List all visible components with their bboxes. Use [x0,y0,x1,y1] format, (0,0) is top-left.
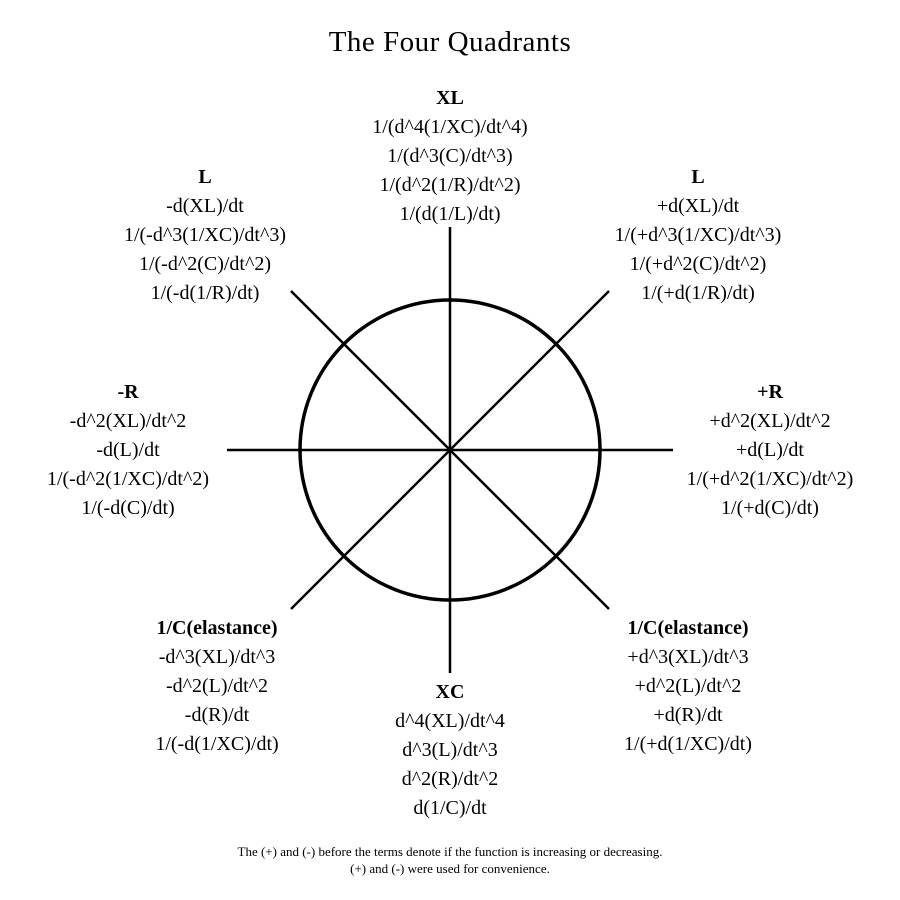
label-group-bottom-left: 1/C(elastance) -d^3(XL)/dt^3 -d^2(L)/dt^… [57,614,377,759]
group-term: d^3(L)/dt^3 [402,739,498,761]
label-group-bottom: XC d^4(XL)/dt^4 d^3(L)/dt^3 d^2(R)/dt^2 … [290,678,610,823]
group-heading: 1/C(elastance) [156,617,278,639]
group-term: -d(R)/dt [184,704,250,726]
diagram-title: The Four Quadrants [328,26,572,58]
group-term: 1/(+d(1/XC)/dt) [624,733,752,755]
group-term: 1/(-d^2(1/XC)/dt^2) [46,468,210,490]
footnote-line: (+) and (-) were used for convenience. [350,861,550,876]
group-term: -d^2(XL)/dt^2 [69,410,187,432]
group-term: 1/(d^4(1/XC)/dt^4) [372,116,528,138]
label-group-bottom-right: 1/C(elastance) +d^3(XL)/dt^3 +d^2(L)/dt^… [528,614,848,759]
label-group-right: +R +d^2(XL)/dt^2 +d(L)/dt 1/(+d^2(1/XC)/… [610,378,900,523]
group-term: 1/(-d^2(C)/dt^2) [138,253,272,275]
label-group-top-right: L +d(XL)/dt 1/(+d^3(1/XC)/dt^3) 1/(+d^2(… [538,163,858,308]
group-term: 1/(-d(1/R)/dt) [150,282,260,304]
group-term: -d^2(L)/dt^2 [165,675,269,697]
group-term: 1/(d^2(1/R)/dt^2) [379,174,521,196]
group-heading: -R [117,381,139,403]
group-term: -d(XL)/dt [166,195,244,217]
group-heading: +R [757,381,783,403]
footnote: The (+) and (-) before the terms denote … [0,843,900,877]
group-term: 1/(+d^3(1/XC)/dt^3) [614,224,782,246]
label-group-top-left: L -d(XL)/dt 1/(-d^3(1/XC)/dt^3) 1/(-d^2(… [45,163,365,308]
group-term: -d^3(XL)/dt^3 [158,646,276,668]
group-term: 1/(+d^2(C)/dt^2) [629,253,767,275]
group-heading: 1/C(elastance) [627,617,749,639]
group-term: d^2(R)/dt^2 [401,768,499,790]
group-term: +d(R)/dt [653,704,723,726]
group-heading: L [198,166,212,188]
group-term: 1/(-d(1/XC)/dt) [155,733,279,755]
group-term: +d(XL)/dt [656,195,740,217]
group-term: +d(L)/dt [736,439,804,461]
group-heading: L [691,166,705,188]
group-term: d^4(XL)/dt^4 [395,710,505,732]
group-term: 1/(d(1/L)/dt) [399,203,501,225]
label-group-left: -R -d^2(XL)/dt^2 -d(L)/dt 1/(-d^2(1/XC)/… [0,378,288,523]
group-term: 1/(+d(1/R)/dt) [641,282,755,304]
group-heading: XC [435,681,465,703]
group-term: 1/(+d(C)/dt) [721,497,819,519]
group-term: +d^2(L)/dt^2 [634,675,742,697]
group-term: 1/(d^3(C)/dt^3) [387,145,513,167]
group-heading: XL [436,87,464,109]
group-term: 1/(-d(C)/dt) [81,497,175,519]
group-term: +d^3(XL)/dt^3 [627,646,749,668]
diagonal-axis-up [290,290,610,610]
group-term: 1/(+d^2(1/XC)/dt^2) [686,468,854,490]
footnote-line: The (+) and (-) before the terms denote … [237,844,663,859]
group-term: d(1/C)/dt [413,797,487,819]
label-group-top: XL 1/(d^4(1/XC)/dt^4) 1/(d^3(C)/dt^3) 1/… [290,84,610,229]
group-term: 1/(-d^3(1/XC)/dt^3) [123,224,287,246]
group-term: +d^2(XL)/dt^2 [709,410,831,432]
group-term: -d(L)/dt [96,439,160,461]
